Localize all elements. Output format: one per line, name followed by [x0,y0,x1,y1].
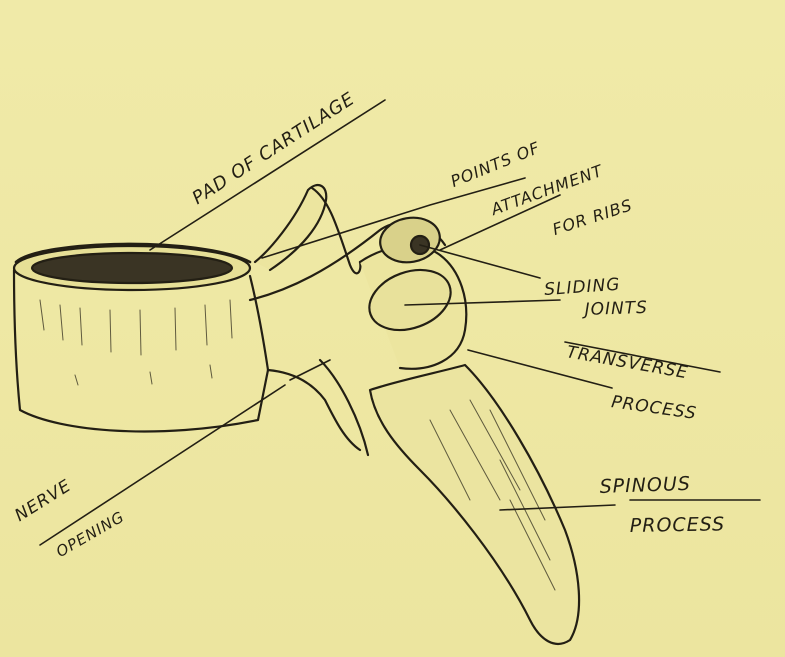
vertebral-body [14,246,268,431]
label-spinous-process: PROCESS [630,513,726,537]
label-spinous: SPINOUS [599,473,691,498]
label-joints: JOINTS [584,298,648,320]
